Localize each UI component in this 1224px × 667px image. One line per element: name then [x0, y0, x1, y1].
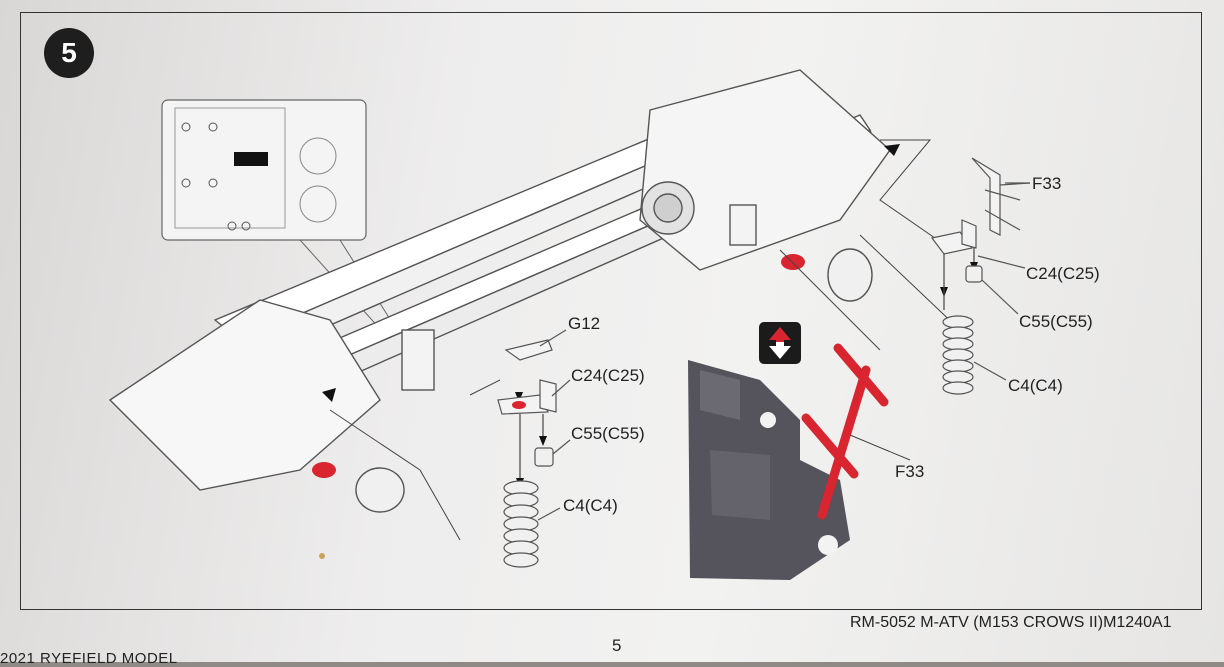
stain-mark	[319, 553, 325, 559]
step-number: 5	[61, 37, 77, 68]
direction-arrows	[322, 144, 978, 488]
model-code: RM-5052 M-ATV (M153 CROWS II)M1240A1	[850, 614, 1172, 631]
callout-c24-left: C24(C25)	[571, 366, 645, 385]
callout-f33-top: F33	[1032, 174, 1062, 193]
rear-mount-highlight	[312, 462, 336, 478]
up-down-arrow-icon	[759, 322, 801, 364]
chassis-frame	[108, 69, 891, 513]
callout-c55-right: C55(C55)	[1019, 312, 1093, 331]
guide-lines	[329, 139, 961, 541]
callout-c55-left: C55(C55)	[571, 424, 645, 443]
right-parts-stack	[930, 157, 1031, 395]
copyright-text: 2021 RYEFIELD MODEL	[0, 650, 178, 667]
step-frame	[20, 12, 1202, 610]
callout-g12: G12	[568, 314, 601, 333]
callout-c4-left: C4(C4)	[563, 496, 618, 515]
page-number: 5	[612, 636, 622, 655]
left-parts-stack	[497, 329, 571, 568]
callout-c24-right: C24(C25)	[1026, 264, 1100, 283]
front-mount-highlight	[781, 254, 805, 270]
step-number-badge: 5	[44, 28, 94, 78]
f33-detail-render	[688, 343, 911, 580]
callout-f33-detail: F33	[895, 462, 925, 481]
callout-c4-right: C4(C4)	[1008, 376, 1063, 395]
